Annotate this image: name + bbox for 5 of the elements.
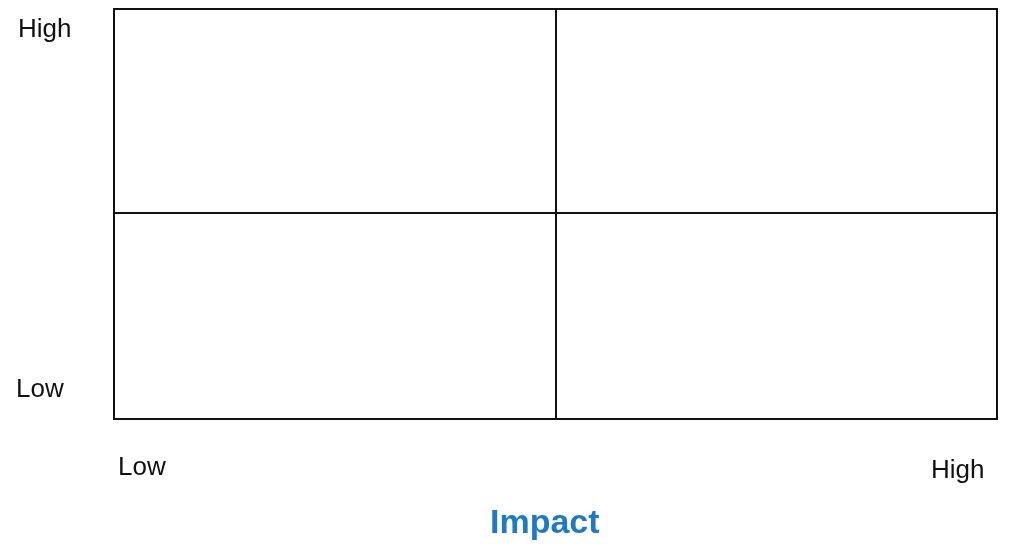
axis-label: Low bbox=[16, 372, 64, 405]
axis-label: High bbox=[18, 12, 72, 45]
axis-label: High bbox=[931, 453, 985, 486]
axis-title: Impact bbox=[490, 501, 600, 542]
axis-label: Low bbox=[118, 450, 166, 483]
